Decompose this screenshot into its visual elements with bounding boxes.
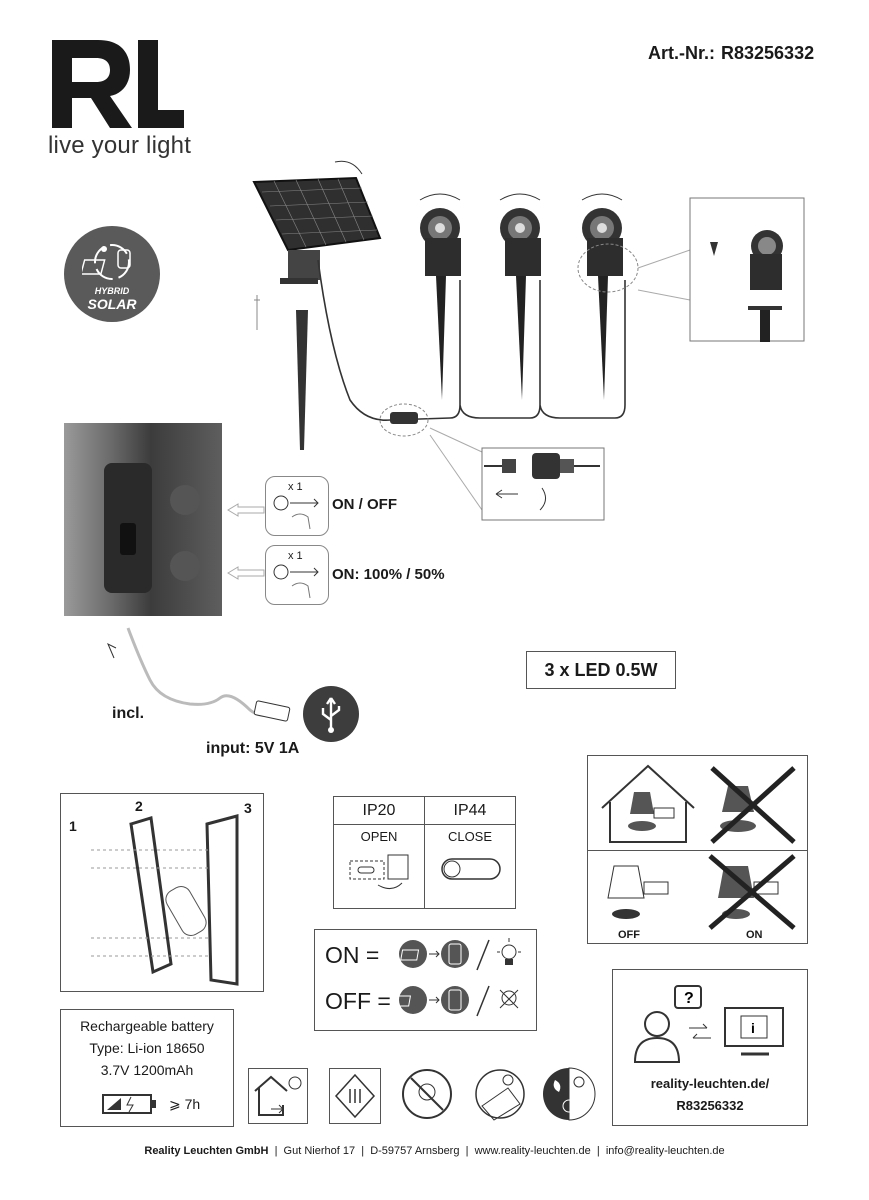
led-spec: 3 x LED 0.5W	[526, 651, 676, 689]
no-led-replace-icon	[399, 1066, 455, 1122]
control-label-1: ON / OFF	[332, 496, 397, 513]
user-info-icon: ? i	[633, 985, 784, 1063]
badge-line2: SOLAR	[87, 296, 137, 312]
footer: Reality Leuchten GmbH | Gut Nierhof 17 |…	[144, 1145, 725, 1157]
connector-detail-icon	[484, 453, 600, 511]
control-box-photo	[64, 423, 222, 616]
lamp-usage-icons	[601, 764, 796, 930]
ip-rating-table: IP20 IP44 OPEN CLOSE	[333, 796, 516, 909]
lamp-usage-panel: OFF ON	[587, 755, 808, 944]
mode-equals: =	[377, 988, 391, 1014]
assembly-step-1: 1	[69, 818, 77, 834]
mode-equals: =	[365, 942, 380, 968]
input-rating: input: 5V 1A	[206, 740, 300, 757]
class-iii-icon	[329, 1068, 381, 1124]
footer-email[interactable]: info@reality-leuchten.de	[605, 1145, 725, 1157]
badge-line1: HYBRID	[94, 286, 130, 296]
article-number: Art.-Nr.: R83256332	[648, 43, 814, 64]
footer-city: D-59757 Arnsberg	[370, 1145, 460, 1157]
assembly-step-2: 2	[135, 798, 143, 814]
hand-press-icon	[273, 564, 319, 599]
spike-detail-icon	[710, 230, 783, 342]
hand-press-icon	[273, 495, 319, 530]
battery-type: Type: Li-ion 18650	[89, 1040, 205, 1056]
svg-text:i: i	[751, 1020, 755, 1036]
ip20-header: IP20	[334, 797, 424, 825]
rl-logo	[52, 40, 184, 128]
battery-runtime: ⩾ 7h	[169, 1096, 201, 1112]
ip44-header: IP44	[425, 797, 515, 825]
dusk-dawn-sensor-icon	[541, 1066, 597, 1122]
hybrid-solar-badge: HYBRID SOLAR	[64, 226, 160, 322]
footer-web[interactable]: www.reality-leuchten.de	[474, 1145, 591, 1157]
solar-panel-icon	[252, 160, 382, 450]
port-open-icon	[349, 854, 409, 889]
article-value: R83256332	[721, 43, 815, 63]
mode-legend: ON = OFF =	[314, 929, 537, 1031]
svg-text:?: ?	[684, 990, 694, 1007]
usb-cable-illustration	[107, 627, 291, 722]
usb-icon	[303, 686, 359, 742]
battery-title: Rechargeable battery	[80, 1018, 214, 1034]
assembly-step-3: 3	[244, 800, 252, 816]
solar-power-icon	[472, 1066, 528, 1122]
mode-on-label: ON	[325, 942, 360, 968]
ip20-sub: OPEN	[360, 829, 398, 844]
ip44-sub: CLOSE	[447, 829, 493, 844]
battery-info-box: Rechargeable battery Type: Li-ion 18650 …	[60, 1009, 234, 1127]
battery-charging-icon	[102, 1094, 156, 1114]
solar-to-battery-icon	[397, 938, 521, 1017]
website-code: R83256332	[676, 1098, 744, 1113]
battery-assembly-diagram: 1 2 3	[60, 793, 264, 992]
press-count-2: x 1	[288, 550, 303, 562]
mode-on-row: ON =	[325, 942, 379, 969]
footer-company: Reality Leuchten GmbH	[144, 1145, 269, 1157]
switch-on-label: ON	[746, 929, 763, 941]
mode-off-label: OFF	[325, 988, 371, 1014]
exploded-view-icon	[91, 814, 239, 986]
arrow-left-icon	[227, 566, 265, 580]
button-press-panel-1: x 1	[265, 476, 329, 536]
footer-address: Gut Nierhof 17	[283, 1145, 356, 1157]
switch-off-label: OFF	[618, 929, 640, 941]
arrow-left-icon	[227, 503, 265, 517]
port-closed-icon	[441, 858, 501, 880]
indoor-use-icon	[248, 1068, 308, 1124]
control-label-2: ON: 100% / 50%	[332, 566, 445, 583]
press-count-1: x 1	[288, 481, 303, 493]
product-illustration	[252, 160, 805, 521]
battery-spec: 3.7V 1200mAh	[100, 1062, 194, 1078]
included-label: incl.	[112, 705, 145, 722]
article-label: Art.-Nr.:	[648, 43, 715, 63]
mode-off-row: OFF =	[325, 988, 391, 1015]
brand-tagline: live your light	[48, 132, 192, 159]
website-info-box: ? i reality-leuchten.de/ R83256332	[612, 969, 808, 1126]
spotlight-icon	[499, 193, 541, 400]
button-press-panel-2: x 1	[265, 545, 329, 605]
website-url[interactable]: reality-leuchten.de/	[650, 1076, 770, 1091]
solar-usb-cycle-icon	[82, 244, 131, 280]
spotlight-icon	[577, 193, 639, 400]
spotlight-icon	[419, 193, 461, 400]
